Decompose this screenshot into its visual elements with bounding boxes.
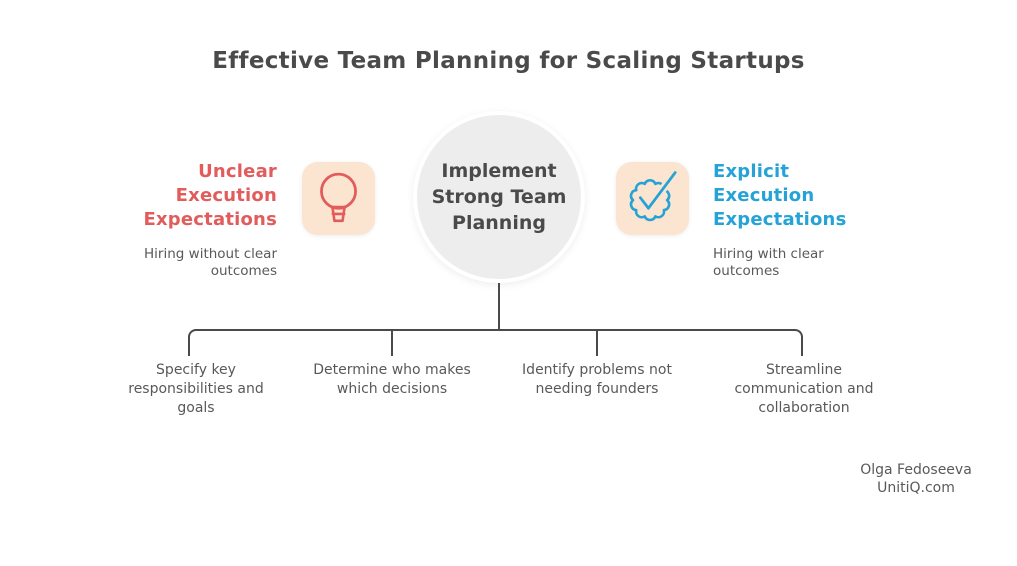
right-icon-box [616, 162, 689, 235]
branch-label-4: Streamline communication and collaborati… [734, 362, 874, 416]
connector-drop-2 [391, 330, 393, 356]
attribution: Olga Fedoseeva UnitiQ.com [836, 461, 996, 497]
attribution-author: Olga Fedoseeva [860, 462, 972, 478]
left-icon-box [302, 162, 375, 235]
attribution-website: UnitiQ.com [877, 480, 955, 496]
check-badge-icon [616, 162, 689, 235]
page-title: Effective Team Planning for Scaling Star… [212, 48, 805, 74]
branch-label-2: Determine who makes which decisions [313, 362, 471, 397]
right-heading: Explicit Execution Expectations [713, 161, 847, 230]
connector-drop-3 [596, 330, 598, 356]
connector-center-line [498, 283, 500, 330]
lightbulb-icon [302, 162, 375, 235]
branch-label-1: Specify key responsibilities and goals [128, 362, 264, 416]
connector-bracket [188, 329, 803, 356]
left-heading: Unclear Execution Expectations [143, 161, 277, 230]
right-description: Hiring with clear outcomes [713, 246, 824, 279]
branch-label-3: Identify problems not needing founders [522, 362, 672, 397]
center-node: Implement Strong Team Planning [413, 111, 585, 283]
left-description: Hiring without clear outcomes [144, 246, 277, 279]
